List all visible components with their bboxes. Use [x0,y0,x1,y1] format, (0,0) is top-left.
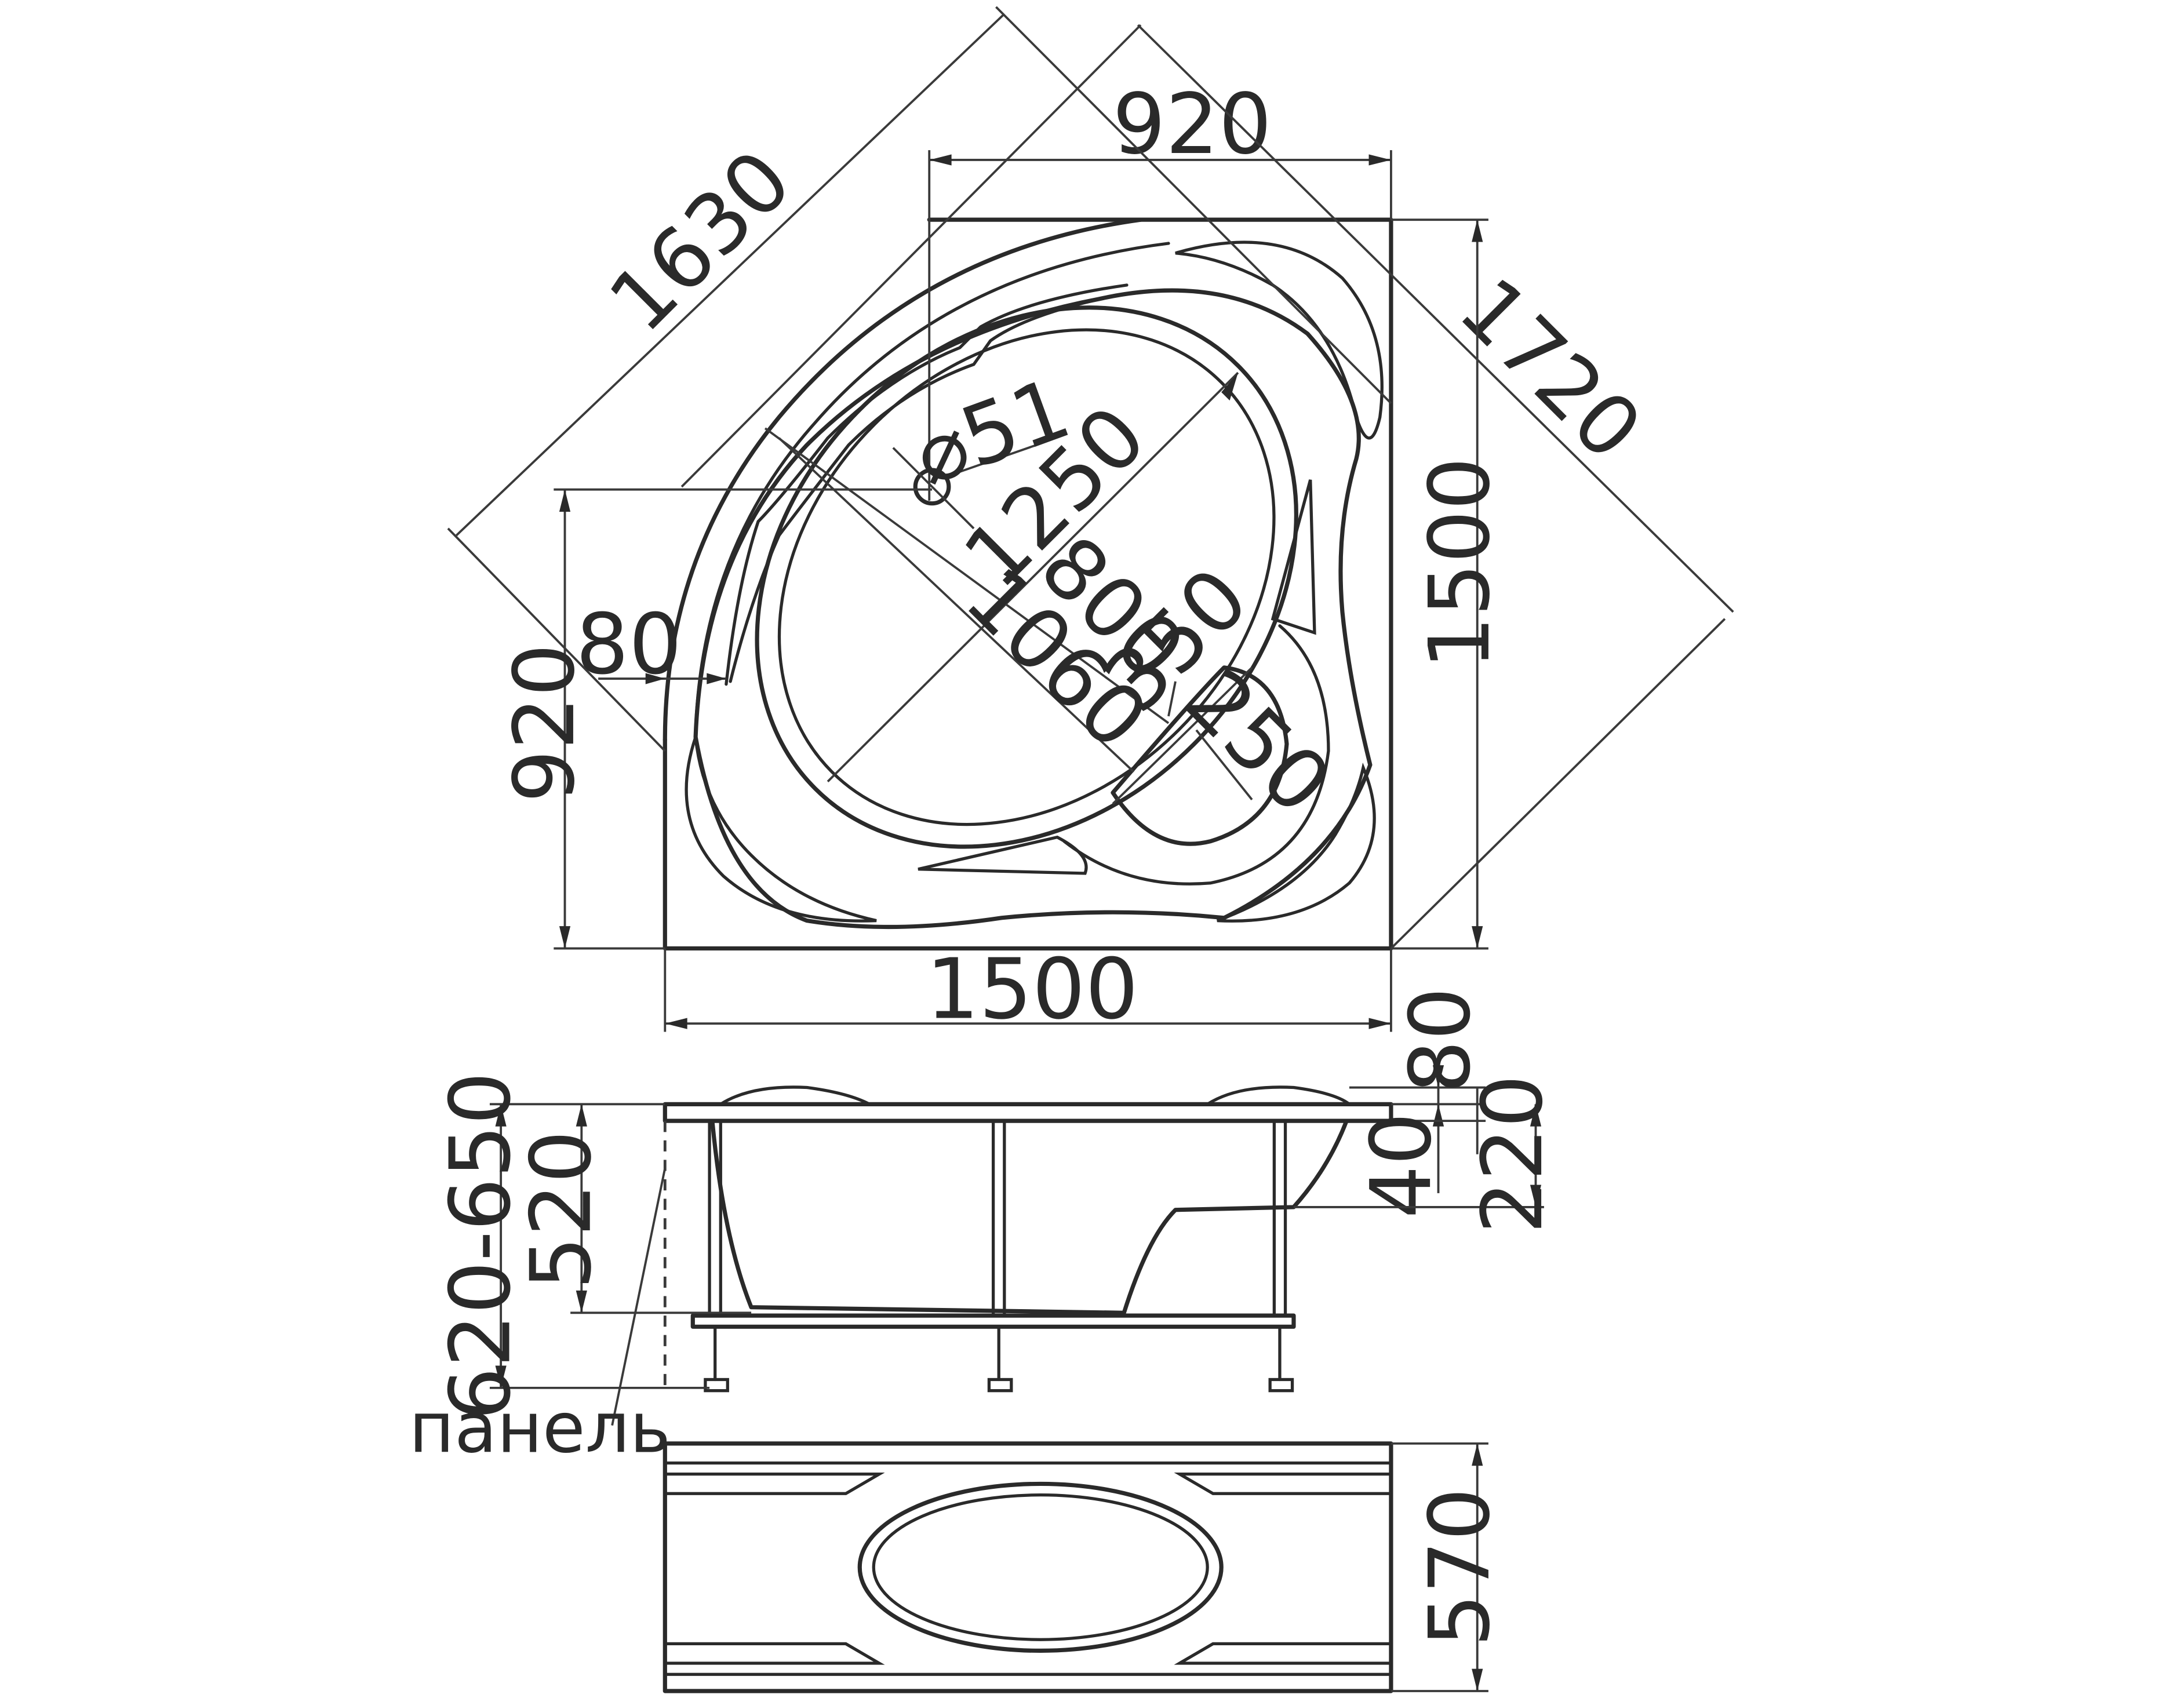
basin-oval [755,305,1298,849]
panel-wedge-br [1174,1642,1393,1665]
dim-220: 220 [1464,1074,1561,1234]
side-headrest-left [719,1085,871,1106]
dim-40: 40 [1352,1112,1450,1218]
dim-1630: 1630 [591,132,810,351]
tub-rim-arc [663,217,1143,742]
panel-label: панель [409,1388,671,1469]
dim-620-650: 620-650 [432,1072,529,1420]
rim-slab [663,1102,1393,1123]
panel-wedge-tr [1174,1473,1393,1495]
dim-1500-right: 1500 [1411,457,1508,669]
panel-wedge-tl [663,1473,885,1495]
rim-contour-inner [729,293,1122,683]
dim-920-top: 920 [1112,75,1272,173]
panel-wedge-bl [663,1642,885,1665]
foot-right [1268,1378,1294,1393]
base-frame [690,1313,1296,1329]
dim-1500-bottom: 1500 [926,941,1138,1038]
rim-contour [725,283,1129,686]
drain-circle [913,468,951,506]
foot-mid [987,1378,1013,1393]
dim-1720: 1720 [1441,260,1660,479]
side-headrest-right [1206,1085,1351,1106]
frame-leg-right [1272,1119,1287,1317]
basin-oval-inner [777,328,1276,826]
dim-920-left: 920 [496,643,593,803]
top-view: 920 1630 1720 1500 1500 920 [447,6,1734,1038]
dim-520: 520 [512,1130,610,1289]
front-panel [663,1441,1393,1693]
wedge-bottom [918,835,1088,875]
headrest-bottom-left [685,736,877,923]
seat-circle-outer [1062,624,1330,886]
wedge-right [1271,479,1316,635]
foot-left [704,1378,729,1393]
frame-leg-mid [991,1119,1006,1317]
dim-570: 570 [1411,1488,1508,1647]
panel-view: 570 [663,1441,1508,1693]
panel-oval-outer [857,1481,1224,1653]
seat-circle [1111,665,1289,846]
headrest-top [1175,241,1384,440]
panel-oval-inner [872,1493,1209,1641]
side-view: 620-650 520 панель 80 40 220 [409,987,1561,1469]
dim-80: 80 [576,595,682,693]
side-tub-body [710,1118,1349,1315]
dim-80-side: 80 [1391,987,1488,1093]
